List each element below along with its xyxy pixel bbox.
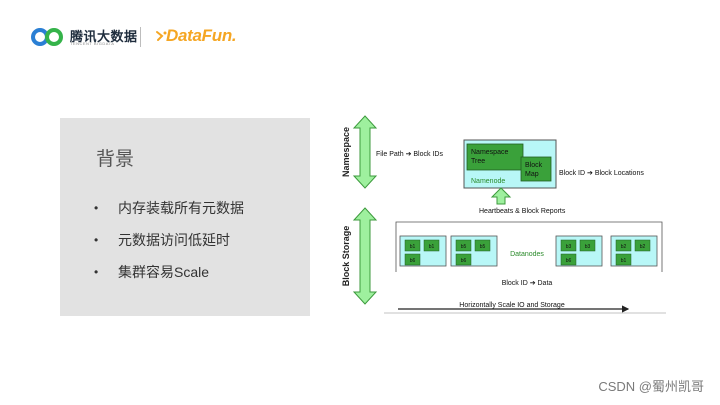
namespace-tree-label-line1: Namespace	[471, 149, 508, 156]
watermark: CSDN @蜀州凯哥	[598, 379, 704, 394]
namespace-tree-label-line2: Tree	[471, 158, 485, 165]
block-label: b1	[621, 258, 627, 264]
block-storage-double-arrow	[352, 207, 378, 305]
block-map-label-line1: Block	[525, 162, 543, 169]
hdfs-architecture-diagram: Namespace Block Storage File Path ➔ Bloc…	[341, 115, 666, 314]
block-label: b3	[566, 244, 572, 250]
bullet-text: 元数据访问低延时	[118, 232, 230, 248]
bullet-item: • 内存装载所有元数据	[94, 198, 244, 230]
heartbeat-up-arrow	[490, 187, 512, 205]
bullet-dot-icon: •	[94, 233, 99, 247]
heartbeats-label: Heartbeats & Block Reports	[479, 208, 566, 215]
block	[404, 239, 421, 252]
brand-subtitle: TENCENT BIGDATA	[70, 41, 115, 46]
block-label: b2	[621, 244, 627, 250]
block-locations-label: Block ID ➔ Block Locations	[559, 170, 644, 177]
block-label: b6	[410, 258, 416, 264]
bullet-item: • 元数据访问低延时	[94, 230, 244, 262]
block-label: b1	[429, 244, 435, 250]
block-map-label-line2: Map	[525, 171, 539, 178]
datanodes-label: Datanodes	[510, 251, 544, 258]
brand-name: 腾讯大数据	[70, 29, 138, 44]
bullet-text: 集群容易Scale	[118, 264, 210, 280]
block	[615, 239, 632, 252]
block	[474, 239, 491, 252]
block	[455, 239, 472, 252]
block	[404, 253, 421, 266]
panel-title: 背景	[96, 149, 135, 170]
block-label: b1	[410, 244, 416, 250]
tencent-bigdata-logo-icon	[31, 28, 63, 46]
bullet-text: 内存装载所有元数据	[118, 200, 244, 216]
bullet-list: • 内存装载所有元数据 • 元数据访问低延时 • 集群容易Scale	[94, 198, 244, 294]
background-panel: 背景 • 内存装载所有元数据 • 元数据访问低延时 • 集群容易Scale	[60, 118, 310, 316]
datafun-spark-icon	[156, 31, 167, 41]
bullet-dot-icon: •	[94, 201, 99, 215]
header: 腾讯大数据 TENCENT BIGDATA DataFun.	[0, 0, 720, 72]
block-label: b5	[461, 244, 467, 250]
block	[560, 253, 577, 266]
block-label: b2	[640, 244, 646, 250]
namespace-label: Namespace	[341, 127, 351, 177]
block-label: b6	[566, 258, 572, 264]
bullet-dot-icon: •	[94, 265, 99, 279]
partner-name: DataFun.	[166, 26, 237, 45]
block	[560, 239, 577, 252]
block-label: b5	[480, 244, 486, 250]
namenode-label: Namenode	[471, 178, 505, 185]
datanodes-bracket	[395, 221, 663, 272]
scale-label: Horizontally Scale IO and Storage	[459, 302, 565, 309]
block	[634, 239, 651, 252]
namespace-double-arrow	[352, 115, 378, 189]
block-label: b6	[461, 258, 467, 264]
logo-divider	[140, 27, 141, 47]
block	[455, 253, 472, 266]
block-storage-label: Block Storage	[341, 226, 351, 287]
block	[423, 239, 440, 252]
file-path-label: File Path ➔ Block IDs	[376, 151, 443, 158]
namespace-tree-box	[466, 143, 524, 171]
block	[615, 253, 632, 266]
block-map-box	[520, 156, 552, 182]
bullet-item: • 集群容易Scale	[94, 262, 244, 294]
block-label: b3	[585, 244, 591, 250]
block-data-label: Block ID ➔ Data	[502, 280, 553, 287]
block	[579, 239, 596, 252]
